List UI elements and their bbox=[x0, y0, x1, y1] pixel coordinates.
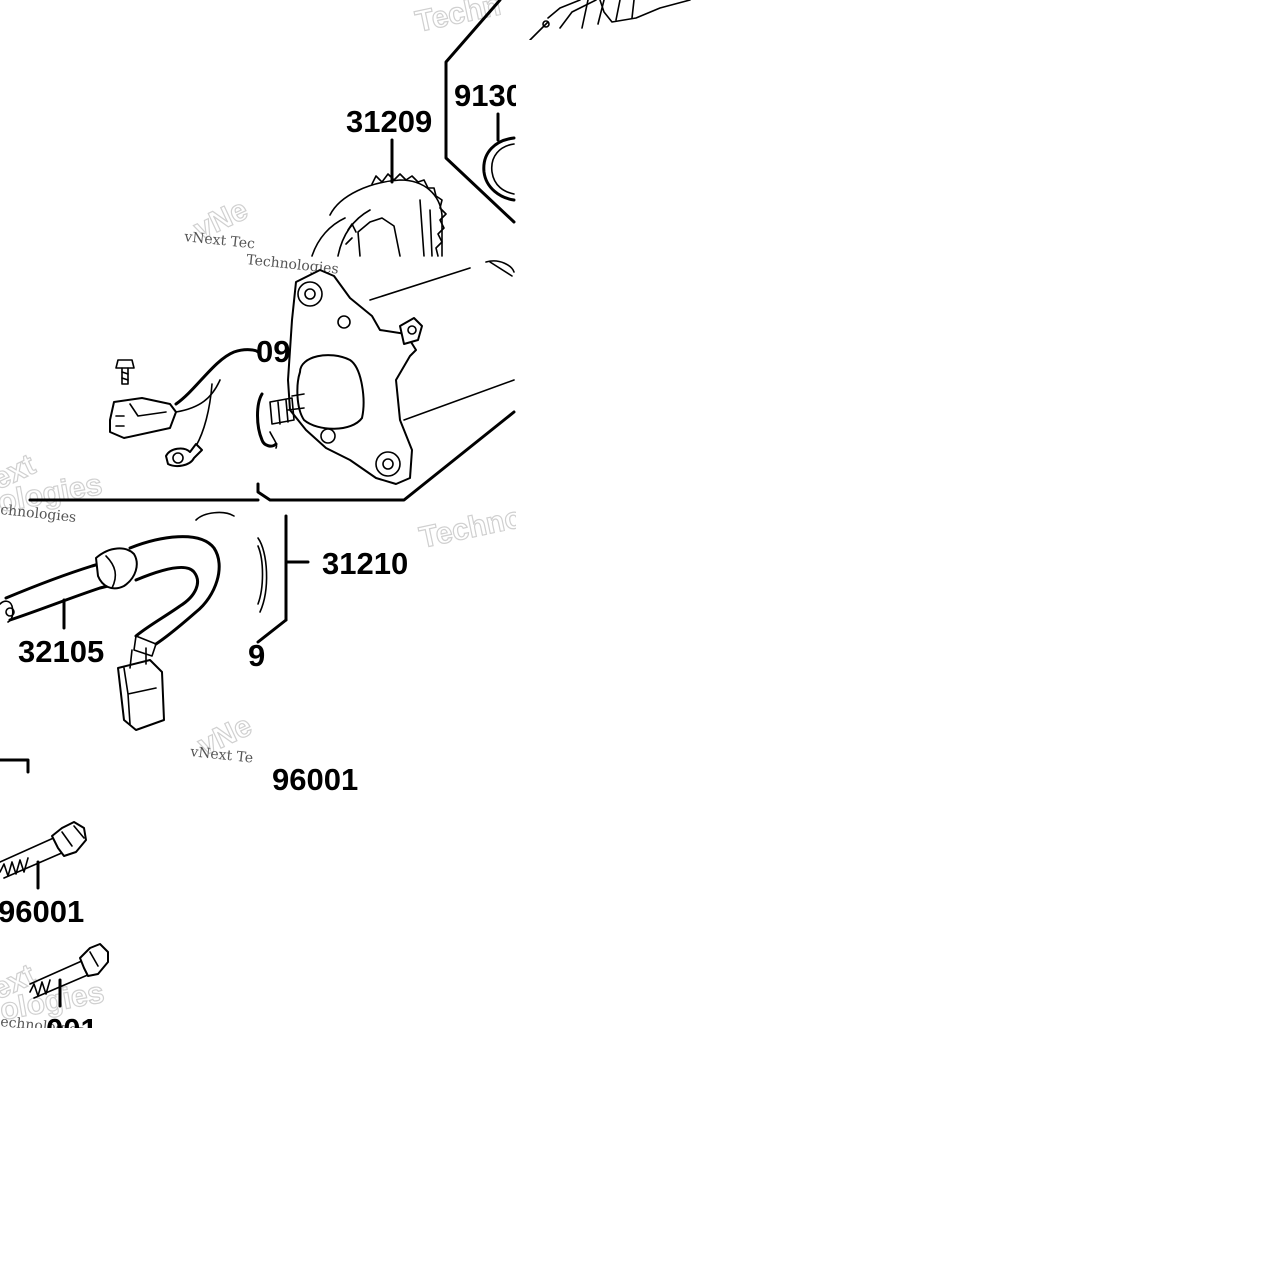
blank-area-bottom bbox=[0, 1028, 516, 1285]
bolt-96001-lower bbox=[29, 943, 109, 1008]
watermark-layer: Techn Technolo vNe ext ologies vNe ext o… bbox=[0, 0, 552, 1027]
assembly-frame-top bbox=[444, 0, 516, 224]
frame-corner-lower bbox=[0, 758, 30, 774]
brush-holder-31210 bbox=[195, 511, 310, 644]
watermark-big-1: Techn bbox=[413, 0, 504, 39]
starter-motor-tip bbox=[529, 0, 691, 41]
watermark-brand-1: vNext Tec bbox=[183, 229, 256, 252]
watermark-brand-2: vNext Te bbox=[189, 744, 254, 767]
starter-motor-body bbox=[256, 260, 516, 502]
label-9: 9 bbox=[248, 638, 265, 673]
watermark-tech-2: chnologies bbox=[0, 502, 77, 526]
label-96001-a: 96001 bbox=[272, 762, 358, 797]
part-labels: 31209 9130 09 31210 32105 9 96001 96001 … bbox=[0, 78, 523, 1047]
bolt-96001-upper bbox=[0, 821, 87, 890]
gear-31209 bbox=[311, 138, 447, 257]
o-ring-9130 bbox=[482, 112, 516, 202]
blank-area-right bbox=[516, 40, 1285, 1285]
cable-32105 bbox=[0, 535, 221, 731]
label-9130: 9130 bbox=[454, 78, 523, 113]
label-31210: 31210 bbox=[322, 546, 408, 581]
wiring-harness-32101 bbox=[109, 348, 260, 467]
label-09: 09 bbox=[256, 334, 290, 369]
blank-area-top-right bbox=[700, 0, 1285, 40]
label-96001-b: 96001 bbox=[0, 894, 84, 929]
snap-ring bbox=[256, 392, 278, 449]
label-32105: 32105 bbox=[18, 634, 104, 669]
label-31209: 31209 bbox=[346, 104, 432, 139]
